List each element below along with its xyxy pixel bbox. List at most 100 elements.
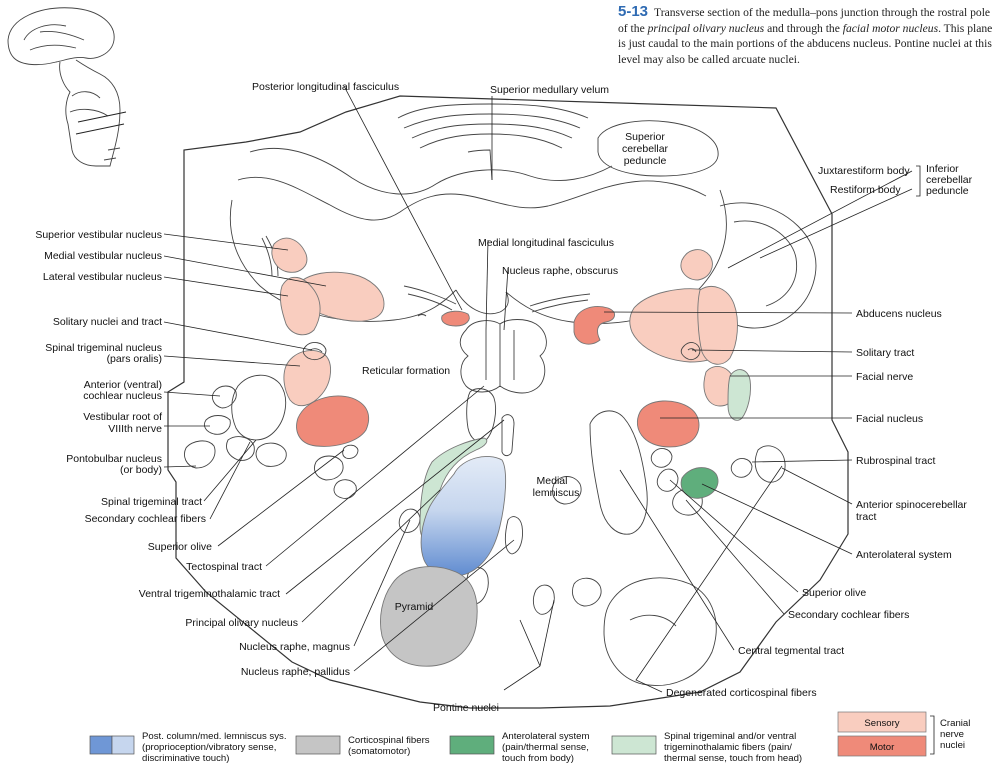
label-superior-olive-left: Superior olive <box>148 541 212 553</box>
legend-swatch-sensory <box>837 711 927 733</box>
legend-item-corticospinal: Corticospinal fibers (somatomotor) <box>295 735 430 757</box>
structure-labels: Posterior longitudinal fasciculus Superi… <box>35 81 972 714</box>
label-pontine-nuclei: Pontine nuclei <box>433 702 499 714</box>
figure-number: 5-13 <box>618 3 649 20</box>
label-lateral-vestibular-nucleus: Lateral vestibular nucleus <box>43 271 162 283</box>
label-medial-vestibular-nucleus: Medial vestibular nucleus <box>44 250 162 262</box>
legend-item-motor: Motor <box>837 735 927 757</box>
facial-nucleus-right <box>636 400 700 448</box>
legend-cranial-line-1: Cranial <box>940 718 970 729</box>
label-rubrospinal-tract: Rubrospinal tract <box>856 455 935 467</box>
right-central-tegmental-shape <box>589 410 648 535</box>
legend-corticospinal-line-2: (somatomotor) <box>348 746 410 757</box>
abducens-nucleus-right <box>573 306 615 345</box>
legend-anterolateral-line-2: (pain/thermal sense, <box>502 742 589 753</box>
label-posterior-longitudinal-fasciculus: Posterior longitudinal fasciculus <box>252 81 399 93</box>
legend-swatch-lemniscus-light <box>111 735 135 755</box>
label-anterolateral-system: Anterolateral system <box>856 549 952 561</box>
label-juxtarestiform-body: Juxtarestiform body <box>818 165 910 177</box>
pyramid <box>380 566 478 667</box>
label-restiform-body: Restiform body <box>830 184 901 196</box>
label-medial-lemniscus-1: Medial <box>537 475 568 487</box>
label-ventral-trigeminothalamic-tract: Ventral trigeminothalamic tract <box>139 588 280 600</box>
legend-cranial-line-3: nuclei <box>940 740 965 751</box>
caption-text: Transverse section of the medulla–pons j… <box>618 6 992 66</box>
label-anterior-spinocerebellar-1: Anterior spinocerebellar <box>856 499 967 511</box>
legend-swatch-trigeminal <box>611 735 657 755</box>
anterolateral-system-right <box>680 467 719 499</box>
brainstem-orientation-icon <box>7 7 127 167</box>
label-superior-cerebellar-peduncle-2: cerebellar <box>622 143 669 155</box>
leader-lines <box>163 85 935 755</box>
label-central-tegmental-tract: Central tegmental tract <box>738 645 844 657</box>
label-abducens-nucleus: Abducens nucleus <box>856 308 942 320</box>
legend-sensory-label: Sensory <box>864 718 899 729</box>
label-vestibular-root-1: Vestibular root of <box>83 411 162 423</box>
label-facial-nerve: Facial nerve <box>856 371 913 383</box>
legend-anterolateral-line-1: Anterolateral system <box>502 731 589 742</box>
label-medial-lemniscus-2: lemniscus <box>533 487 580 499</box>
legend-item-lemniscus: Post. column/med. lemniscus sys. (propri… <box>89 731 287 764</box>
medial-lemniscus <box>420 456 507 577</box>
label-anterior-spinocerebellar-2: tract <box>856 511 877 523</box>
cranial-nerve-nuclei <box>271 237 751 448</box>
caption-part: and through the <box>764 21 843 35</box>
lateral-vestibular-nucleus-right <box>697 286 738 365</box>
label-pontobulbar-nucleus-2: (or body) <box>120 464 162 476</box>
legend-trigeminal-line-2: trigeminothalamic fibers (pain/ <box>664 742 792 753</box>
label-anterior-cochlear-nucleus-2: cochlear nucleus <box>83 390 162 402</box>
label-facial-nucleus: Facial nucleus <box>856 413 923 425</box>
legend-swatch-lemniscus-dark <box>89 735 113 755</box>
label-solitary-tract: Solitary tract <box>856 347 914 359</box>
label-nucleus-raphe-pallidus: Nucleus raphe, pallidus <box>241 666 350 678</box>
spinal-trigeminal-nucleus-left <box>283 350 331 407</box>
superior-vestibular-nucleus-left <box>271 237 308 273</box>
label-icp-2: cerebellar <box>926 174 973 186</box>
lateral-vestibular-nucleus-left <box>279 276 321 336</box>
label-medial-longitudinal-fasciculus: Medial longitudinal fasciculus <box>478 237 614 249</box>
caption-part: facial motor nucleus <box>842 21 939 35</box>
facial-nerve-right <box>727 369 751 421</box>
caption-part: . This plane is just caudal to the main … <box>618 21 993 66</box>
legend-trigeminal-line-3: thermal sense, touch from head) <box>664 753 802 764</box>
spinal-trigeminal-tract-left <box>231 374 287 441</box>
label-reticular-formation: Reticular formation <box>362 365 450 377</box>
label-spinal-trigeminal-tract: Spinal trigeminal tract <box>101 496 202 508</box>
legend-anterolateral-line-3: touch from body) <box>502 753 574 764</box>
facial-nucleus-left <box>296 395 370 447</box>
label-nucleus-raphe-magnus: Nucleus raphe, magnus <box>239 641 350 653</box>
label-secondary-cochlear-fibers-right: Secondary cochlear fibers <box>788 609 909 621</box>
label-degenerated-corticospinal-fibers: Degenerated corticospinal fibers <box>666 687 817 699</box>
superior-vestibular-nucleus-right <box>680 249 713 281</box>
label-superior-olive-right: Superior olive <box>802 587 866 599</box>
legend-cranial-line-2: nerve <box>940 729 964 740</box>
label-spinal-trigeminal-nucleus-2: (pars oralis) <box>107 353 162 365</box>
legend-lemniscus-line-2: (proprioception/vibratory sense, <box>142 742 276 753</box>
legend-motor-label: Motor <box>870 742 895 753</box>
label-superior-vestibular-nucleus: Superior vestibular nucleus <box>35 229 162 241</box>
legend-trigeminal-line-1: Spinal trigeminal and/or ventral <box>664 731 796 742</box>
label-superior-cerebellar-peduncle-1: Superior <box>625 131 665 143</box>
label-solitary-nuclei-and-tract: Solitary nuclei and tract <box>53 316 162 328</box>
label-pyramid: Pyramid <box>395 601 434 613</box>
caption-part: Transverse section of the medulla–pons j… <box>618 6 991 35</box>
legend-lemniscus-line-1: Post. column/med. lemniscus sys. <box>142 731 287 742</box>
degenerated-corticospinal-right <box>603 577 717 686</box>
acn-left <box>211 385 237 409</box>
section-outline <box>167 95 849 709</box>
caption-part: principal olivary nucleus <box>647 21 765 35</box>
legend-item-sensory: Sensory <box>837 711 927 733</box>
pathway-tracts <box>380 437 719 667</box>
label-superior-cerebellar-peduncle-3: peduncle <box>624 155 667 167</box>
label-anterior-cochlear-nucleus-1: Anterior (ventral) <box>84 379 162 391</box>
label-secondary-cochlear-fibers-left: Secondary cochlear fibers <box>85 513 206 525</box>
legend-item-trigeminal: Spinal trigeminal and/or ventral trigemi… <box>611 731 802 764</box>
label-spinal-trigeminal-nucleus-1: Spinal trigeminal nucleus <box>45 342 162 354</box>
label-superior-medullary-velum: Superior medullary velum <box>490 84 609 96</box>
legend-item-anterolateral: Anterolateral system (pain/thermal sense… <box>449 731 589 764</box>
label-vestibular-root-2: VIIIth nerve <box>108 423 162 435</box>
fourth-ventricle-region <box>229 103 817 329</box>
